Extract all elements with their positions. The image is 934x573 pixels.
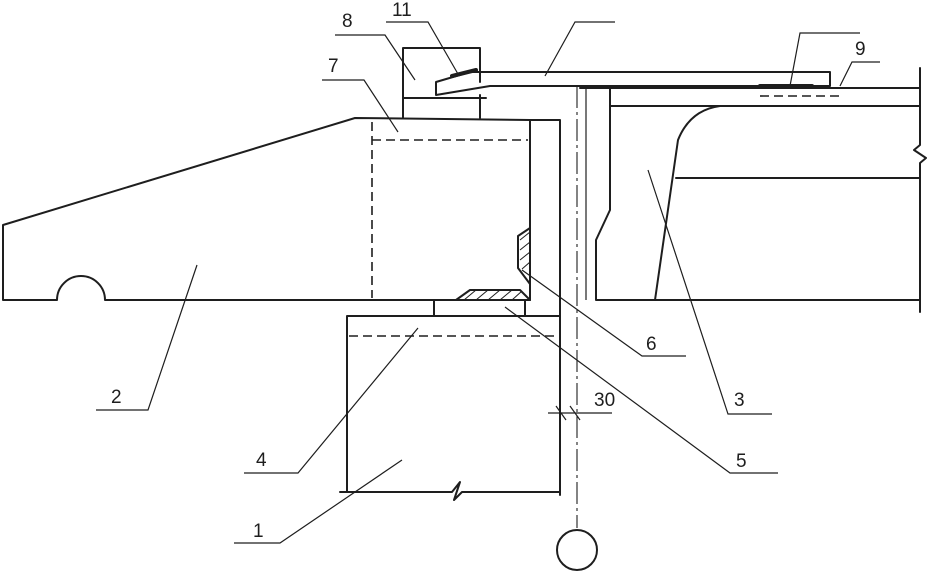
label-3: 3 (734, 390, 745, 411)
end-plate-outer (529, 119, 561, 496)
label-8: 8 (342, 11, 353, 32)
bearing-block (433, 299, 526, 317)
left-girder-outline (2, 117, 531, 301)
label-1: 1 (253, 521, 264, 542)
drain-ball (556, 529, 598, 571)
bracket-6 (517, 227, 531, 285)
bolt-11 (450, 68, 478, 78)
leader-6 (521, 269, 686, 357)
label-2: 2 (111, 387, 122, 408)
right-girder-web (654, 105, 721, 301)
break-symbol (913, 67, 927, 313)
leader-1 (234, 459, 403, 544)
leader-top-plate (544, 21, 615, 77)
gap-dimension-line (548, 405, 612, 421)
leader-11 (386, 21, 459, 75)
label-11: 11 (392, 0, 412, 21)
leader-2 (96, 264, 198, 411)
leader-3 (647, 169, 772, 415)
label-7: 7 (328, 56, 339, 77)
pier-outline (339, 315, 561, 501)
leader-7 (322, 79, 399, 133)
gap-dimension-text: 30 (594, 390, 615, 411)
label-5: 5 (736, 451, 747, 472)
label-4: 4 (256, 450, 267, 471)
bearing-pad-5 (455, 289, 531, 301)
label-6: 6 (646, 334, 657, 355)
expansion-cover-plate (435, 71, 831, 96)
leader-5 (504, 306, 778, 474)
leader-8 (335, 34, 416, 81)
block-8 (402, 47, 487, 119)
leader-9 (839, 61, 880, 87)
label-9: 9 (855, 39, 866, 60)
leader-4 (244, 327, 419, 474)
bearing-pad-hatch (463, 289, 523, 301)
right-girder-outline (595, 87, 921, 301)
bracket-6-hatch (519, 231, 531, 270)
leader-9-plate (789, 32, 860, 87)
end-block-dashed (371, 122, 528, 298)
